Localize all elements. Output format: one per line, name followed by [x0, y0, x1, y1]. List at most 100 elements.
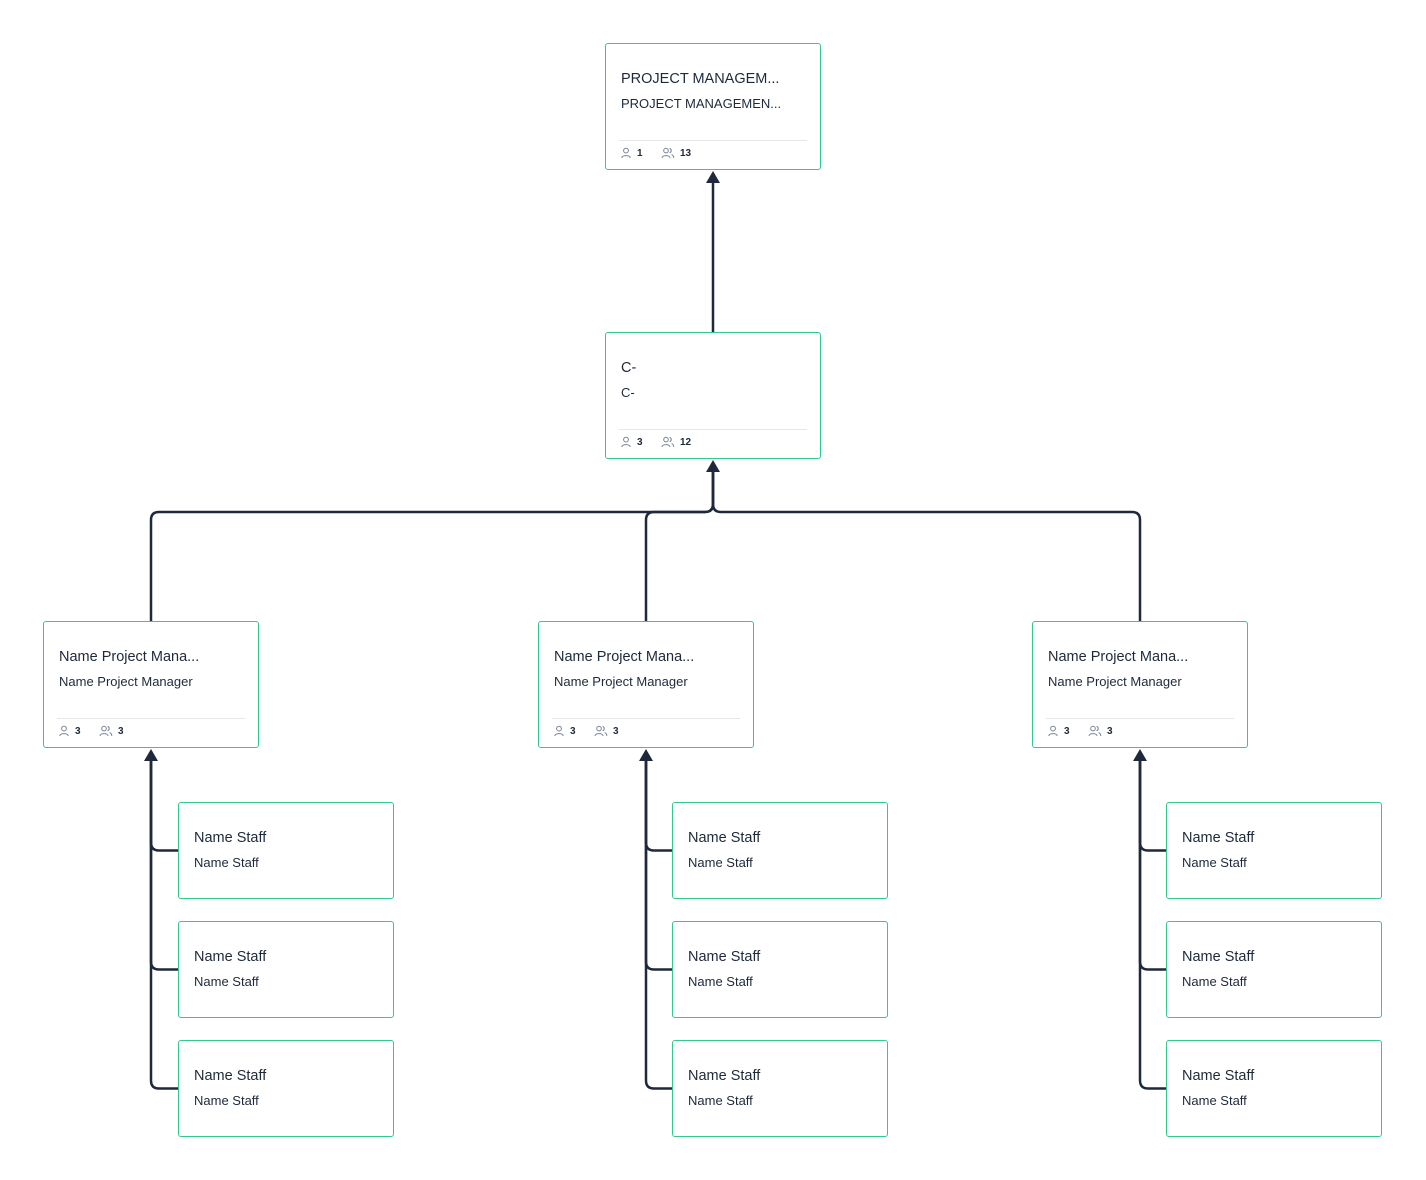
connector-line — [1138, 758, 1168, 971]
org-node-project-manager[interactable]: Name Project Mana... Name Project Manage… — [1032, 621, 1248, 748]
node-subtitle: Name Staff — [688, 974, 753, 989]
connector-line — [149, 758, 180, 1090]
node-subtitle: Name Staff — [1182, 1093, 1247, 1108]
node-subtitle: Name Staff — [194, 1093, 259, 1108]
connector-line — [1138, 758, 1168, 1090]
people-icon — [661, 147, 675, 159]
direct-reports-count: 3 — [75, 725, 81, 737]
node-subtitle: Name Project Manager — [554, 674, 688, 689]
node-title: Name Staff — [688, 1068, 761, 1084]
node-stats: 1 13 — [620, 145, 691, 161]
people-icon — [594, 725, 608, 737]
node-title: Name Staff — [688, 949, 761, 965]
total-reports-stat: 3 — [1088, 725, 1113, 737]
node-title: Name Staff — [688, 830, 761, 846]
org-node-staff[interactable]: Name Staff Name Staff — [178, 1040, 394, 1137]
node-title: Name Staff — [1182, 830, 1255, 846]
org-node-project-manager[interactable]: Name Project Mana... Name Project Manage… — [538, 621, 754, 748]
node-title: C- — [621, 360, 637, 376]
node-divider — [619, 140, 807, 141]
org-node-c[interactable]: C- C- 3 12 — [605, 332, 821, 459]
node-subtitle: C- — [621, 385, 635, 400]
people-icon — [99, 725, 113, 737]
node-subtitle: Name Staff — [688, 1093, 753, 1108]
org-node-project-manager[interactable]: Name Project Mana... Name Project Manage… — [43, 621, 259, 748]
total-reports-stat: 3 — [99, 725, 124, 737]
connector-arrowhead — [639, 749, 653, 761]
direct-reports-count: 1 — [637, 147, 643, 159]
direct-reports-count: 3 — [570, 725, 576, 737]
org-node-staff[interactable]: Name Staff Name Staff — [178, 802, 394, 899]
direct-reports-stat: 3 — [553, 725, 594, 737]
total-reports-stat: 13 — [661, 147, 691, 159]
total-reports-count: 3 — [1107, 725, 1113, 737]
node-subtitle: Name Staff — [1182, 974, 1247, 989]
connector-arrowhead — [706, 460, 720, 472]
direct-reports-count: 3 — [637, 436, 643, 448]
node-divider — [1046, 718, 1234, 719]
org-node-staff[interactable]: Name Staff Name Staff — [1166, 1040, 1382, 1137]
node-subtitle: Name Project Manager — [1048, 674, 1182, 689]
connector-line — [1138, 758, 1168, 852]
node-stats: 3 3 — [58, 723, 124, 739]
node-divider — [57, 718, 245, 719]
node-title: Name Staff — [194, 949, 267, 965]
person-icon — [59, 725, 69, 737]
person-icon — [1048, 725, 1058, 737]
direct-reports-count: 3 — [1064, 725, 1070, 737]
org-node-staff[interactable]: Name Staff Name Staff — [672, 1040, 888, 1137]
node-stats: 3 12 — [620, 434, 691, 450]
node-title: Name Staff — [1182, 1068, 1255, 1084]
person-icon — [554, 725, 564, 737]
direct-reports-stat: 3 — [58, 725, 99, 737]
org-node-staff[interactable]: Name Staff Name Staff — [1166, 921, 1382, 1018]
total-reports-count: 3 — [613, 725, 619, 737]
direct-reports-stat: 3 — [1047, 725, 1088, 737]
node-title: Name Staff — [194, 830, 267, 846]
node-divider — [619, 429, 807, 430]
connector-arrowhead — [706, 171, 720, 183]
node-subtitle: Name Staff — [194, 855, 259, 870]
node-title: Name Project Mana... — [1048, 649, 1189, 665]
node-subtitle: Name Project Manager — [59, 674, 193, 689]
node-subtitle: PROJECT MANAGEMEN... — [621, 96, 782, 111]
total-reports-stat: 3 — [594, 725, 619, 737]
node-stats: 3 3 — [1047, 723, 1113, 739]
node-subtitle: Name Staff — [1182, 855, 1247, 870]
connector-line — [644, 758, 674, 852]
org-node-staff[interactable]: Name Staff Name Staff — [178, 921, 394, 1018]
node-subtitle: Name Staff — [688, 855, 753, 870]
people-icon — [661, 436, 675, 448]
connector-arrowhead — [1133, 749, 1147, 761]
connector-line — [149, 758, 180, 971]
person-icon — [621, 436, 631, 448]
node-title: Name Staff — [194, 1068, 267, 1084]
people-icon — [1088, 725, 1102, 737]
node-stats: 3 3 — [553, 723, 619, 739]
total-reports-count: 3 — [118, 725, 124, 737]
org-node-root[interactable]: PROJECT MANAGEM... PROJECT MANAGEMEN... … — [605, 43, 821, 170]
org-node-staff[interactable]: Name Staff Name Staff — [672, 921, 888, 1018]
node-title: PROJECT MANAGEM... — [621, 71, 780, 87]
connector-arrowhead — [144, 749, 158, 761]
connector-line — [644, 758, 674, 1090]
connector-line — [644, 758, 674, 971]
person-icon — [621, 147, 631, 159]
connector-line — [644, 469, 715, 623]
org-node-staff[interactable]: Name Staff Name Staff — [672, 802, 888, 899]
connector-line — [149, 758, 180, 852]
node-title: Name Staff — [1182, 949, 1255, 965]
node-subtitle: Name Staff — [194, 974, 259, 989]
direct-reports-stat: 3 — [620, 436, 661, 448]
node-title: Name Project Mana... — [59, 649, 200, 665]
connector-line — [149, 469, 715, 623]
direct-reports-stat: 1 — [620, 147, 661, 159]
total-reports-count: 12 — [680, 436, 692, 448]
node-divider — [552, 718, 740, 719]
total-reports-count: 13 — [680, 147, 692, 159]
node-title: Name Project Mana... — [554, 649, 695, 665]
connector-line — [711, 469, 1142, 623]
org-node-staff[interactable]: Name Staff Name Staff — [1166, 802, 1382, 899]
total-reports-stat: 12 — [661, 436, 691, 448]
